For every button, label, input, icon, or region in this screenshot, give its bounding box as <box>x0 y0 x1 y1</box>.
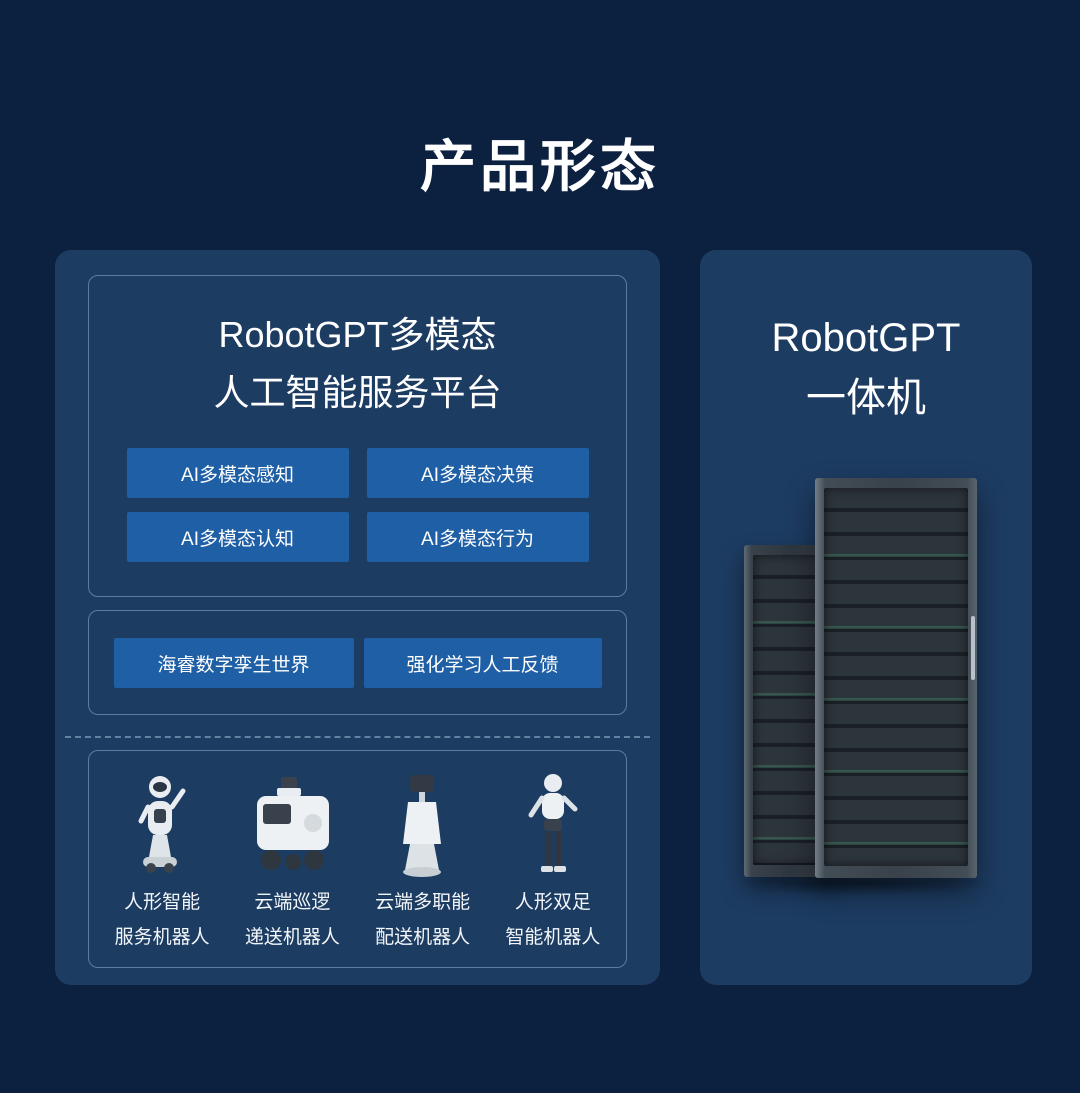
allinone-panel: RobotGPT 一体机 <box>700 250 1032 985</box>
robot-label-line2: 服务机器人 <box>114 927 210 948</box>
robot-card-bipedal-humanoid: 人形双足 智能机器人 <box>491 769 615 951</box>
robot-label-line2: 智能机器人 <box>505 927 601 948</box>
platform-capability-grid: AI多模态感知 AI多模态决策 AI多模态认知 AI多模态行为 <box>89 448 626 562</box>
patrol-delivery-robot-icon <box>230 769 354 881</box>
bipedal-humanoid-robot-icon <box>491 769 615 881</box>
robots-box: 人形智能 服务机器人 云端巡逻 递 <box>88 750 627 968</box>
allinone-title: RobotGPT 一体机 <box>700 308 1032 428</box>
dashed-divider <box>65 736 650 738</box>
robot-card-multifunction-delivery: 云端多职能 配送机器人 <box>361 769 485 951</box>
server-rack-large-front <box>824 488 968 866</box>
capability-chip-perception: AI多模态感知 <box>126 448 349 498</box>
middle-box: 海睿数字孪生世界 强化学习人工反馈 <box>88 610 627 715</box>
platform-title-line2: 人工智能服务平台 <box>213 372 502 413</box>
digital-twin-chip: 海睿数字孪生世界 <box>113 638 354 688</box>
robot-label-line1: 人形双足 <box>514 892 591 913</box>
platform-box: RobotGPT多模态 人工智能服务平台 AI多模态感知 AI多模态决策 AI多… <box>88 275 627 597</box>
allinone-title-line1: RobotGPT <box>771 316 961 360</box>
capability-chip-behavior: AI多模态行为 <box>366 512 589 562</box>
page-title: 产品形态 <box>420 135 660 198</box>
middle-chip-row: 海睿数字孪生世界 强化学习人工反馈 <box>89 611 626 688</box>
platform-panel: RobotGPT多模态 人工智能服务平台 AI多模态感知 AI多模态决策 AI多… <box>55 250 660 985</box>
capability-chip-cognition: AI多模态认知 <box>126 512 349 562</box>
robot-label-line1: 云端多职能 <box>375 892 471 913</box>
allinone-title-line2: 一体机 <box>806 376 926 420</box>
platform-title-line1: RobotGPT多模态 <box>218 314 497 355</box>
robot-label-line2: 递送机器人 <box>244 927 340 948</box>
humanoid-service-robot-icon <box>100 769 224 881</box>
robot-label-line2: 配送机器人 <box>375 927 471 948</box>
robots-row: 人形智能 服务机器人 云端巡逻 递 <box>89 751 626 967</box>
robot-card-humanoid-service: 人形智能 服务机器人 <box>100 769 224 951</box>
robot-card-patrol-delivery: 云端巡逻 递送机器人 <box>230 769 354 951</box>
robot-label-line1: 云端巡逻 <box>254 892 331 913</box>
server-rack-large <box>815 478 977 878</box>
multifunction-delivery-robot-icon <box>361 769 485 881</box>
rlhf-chip: 强化学习人工反馈 <box>363 638 602 688</box>
server-rack-handle <box>971 616 975 680</box>
robot-label-line1: 人形智能 <box>124 892 201 913</box>
bottom-strip <box>0 1093 1080 1106</box>
capability-chip-decision: AI多模态决策 <box>366 448 589 498</box>
